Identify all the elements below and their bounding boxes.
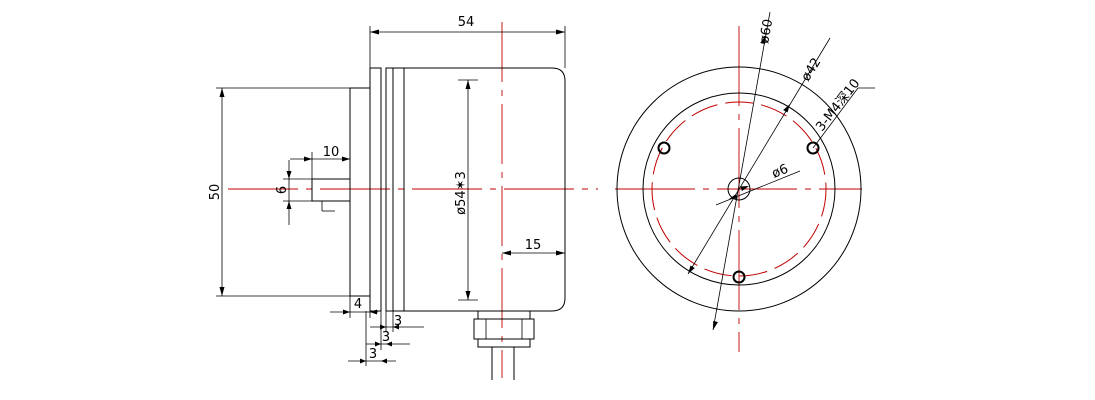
cable-gland [473, 310, 535, 380]
dim-body-diameter: ø54✶3 [454, 79, 478, 301]
mounting-hole-bottom [732, 270, 746, 284]
dim-threaded-holes: 3-M4深10 [812, 76, 875, 149]
shaft [311, 178, 350, 202]
dim-length-label: 54 [458, 15, 475, 30]
dim-shaft-diameter-front-label: ø6 [770, 162, 791, 182]
shaft-circle [727, 177, 751, 201]
dim-gap-b: 3 [366, 311, 410, 350]
dim-gap-a: 3 [370, 311, 424, 332]
dim-gap-c-label: 3 [369, 347, 377, 362]
front-view: ø60 ø42 3-M4深10 ø6 [615, 11, 875, 352]
dim-shaft-length: 10 [290, 145, 351, 179]
dim-height: 50 [208, 87, 350, 297]
encoder-body [392, 67, 566, 312]
flange [369, 67, 382, 312]
dim-offset: 15 [502, 238, 565, 256]
dim-shaft-length-label: 10 [323, 145, 340, 160]
dim-length: 54 [369, 15, 566, 68]
dim-offset-label: 15 [525, 238, 542, 253]
pitch-circle [651, 101, 827, 277]
dim-outer-diameter: ø60 [712, 11, 776, 331]
outer-circle [616, 66, 862, 312]
dim-shaft-diameter-front: ø6 [715, 162, 801, 206]
inner-circle [642, 92, 836, 286]
dim-outer-diameter-label: ø60 [757, 18, 776, 45]
side-view: 54 50 10 6 [208, 15, 598, 380]
mounting-hole-right [806, 141, 820, 155]
dim-height-label: 50 [208, 184, 223, 201]
dim-gap-a-label: 3 [394, 314, 402, 329]
dim-flange-thickness-label: 4 [354, 297, 362, 312]
dim-shaft-diameter: 6 [275, 160, 312, 225]
dim-gap-b-label: 3 [382, 330, 390, 345]
dim-shaft-diameter-label: 6 [275, 186, 290, 194]
dim-gap-c: 3 [348, 311, 396, 366]
dim-pitch-diameter-label: ø42 [799, 55, 825, 84]
mounting-hole-left [657, 141, 671, 155]
dim-body-diameter-label: ø54✶3 [454, 171, 469, 215]
dim-flange-thickness: 4 [330, 296, 378, 318]
back-plate [349, 87, 371, 297]
gasket [385, 67, 394, 312]
dim-threaded-holes-label: 3-M4深10 [813, 76, 863, 134]
